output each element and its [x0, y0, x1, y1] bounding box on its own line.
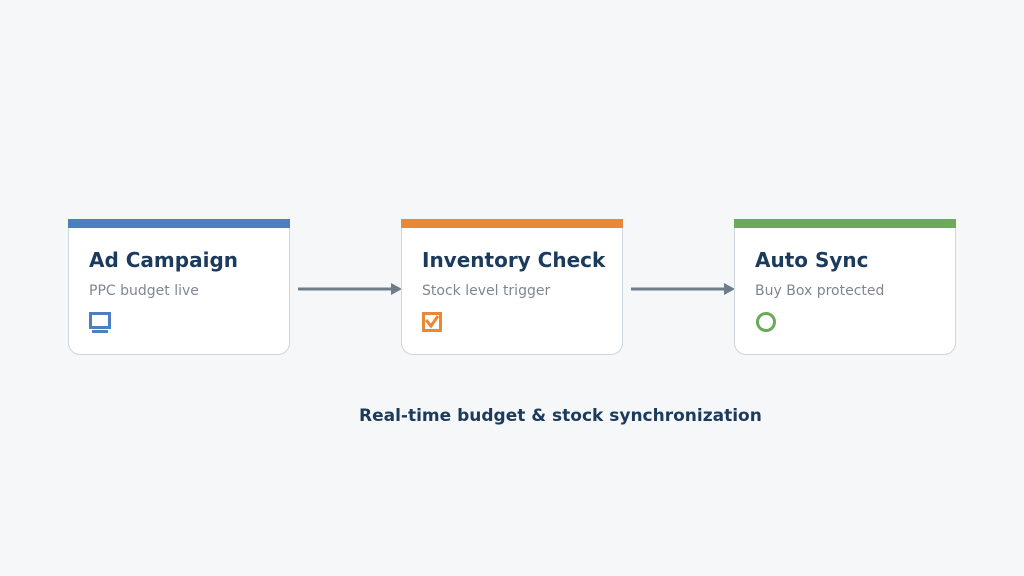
monitor-icon — [89, 312, 113, 336]
step-title: Inventory Check — [422, 248, 606, 272]
diagram-caption: Real-time budget & stock synchronization — [359, 406, 762, 426]
step-card-inventory-check: Inventory Check Stock level trigger — [401, 219, 623, 355]
step-title: Auto Sync — [755, 248, 869, 272]
card-accent-bar — [68, 219, 290, 228]
checkbox-icon — [422, 312, 446, 336]
step-title: Ad Campaign — [89, 248, 238, 272]
step-subtitle: PPC budget live — [89, 283, 199, 299]
step-card-ad-campaign: Ad Campaign PPC budget live — [68, 219, 290, 355]
step-subtitle: Stock level trigger — [422, 283, 551, 299]
circle-icon — [755, 312, 779, 336]
card-accent-bar — [734, 219, 956, 228]
step-subtitle: Buy Box protected — [755, 283, 885, 299]
arrow-connector — [298, 283, 402, 295]
arrow-connector — [631, 283, 735, 295]
step-card-auto-sync: Auto Sync Buy Box protected — [734, 219, 956, 355]
card-accent-bar — [401, 219, 623, 228]
